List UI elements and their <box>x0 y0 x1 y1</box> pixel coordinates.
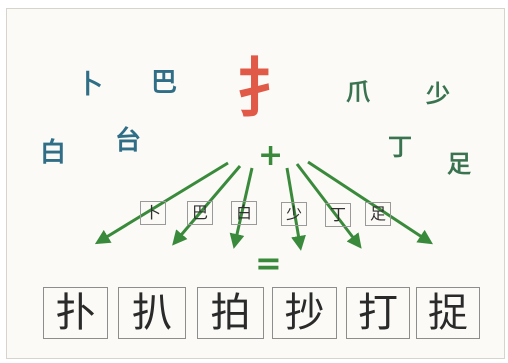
char-tai: 台 <box>115 126 142 156</box>
arrow-2 <box>172 165 242 246</box>
result-char: 打 <box>346 287 410 339</box>
result-char: 抄 <box>272 287 337 339</box>
component-box: 卜 <box>140 201 166 225</box>
arrow-3 <box>229 167 254 249</box>
result-char: 扑 <box>43 287 108 339</box>
char-ba: 巴 <box>151 68 178 98</box>
result-char: 拍 <box>197 287 264 339</box>
component-box: 足 <box>365 202 391 226</box>
component-box: 少 <box>281 202 307 226</box>
arrow-1 <box>94 161 229 245</box>
component-box: 丁 <box>325 203 351 227</box>
arrow-6 <box>307 160 434 245</box>
char-zhua: 爪 <box>346 78 370 106</box>
arrow-4 <box>285 167 306 251</box>
char-bu: 卜 <box>77 70 104 100</box>
component-box: 巴 <box>187 201 213 225</box>
char-ding: 丁 <box>388 133 412 161</box>
component-box: 白 <box>231 201 257 225</box>
char-bai: 白 <box>40 138 67 168</box>
char-zu: 足 <box>447 150 471 178</box>
equals-sign: = <box>255 244 282 282</box>
char-shao: 少 <box>426 80 450 108</box>
arrow-5 <box>295 163 362 249</box>
result-char: 捉 <box>416 287 480 339</box>
plus-sign: + <box>258 138 284 173</box>
worksheet-paper <box>6 8 505 359</box>
result-char: 扒 <box>118 287 186 339</box>
radical-hand: 扌 <box>236 53 300 127</box>
